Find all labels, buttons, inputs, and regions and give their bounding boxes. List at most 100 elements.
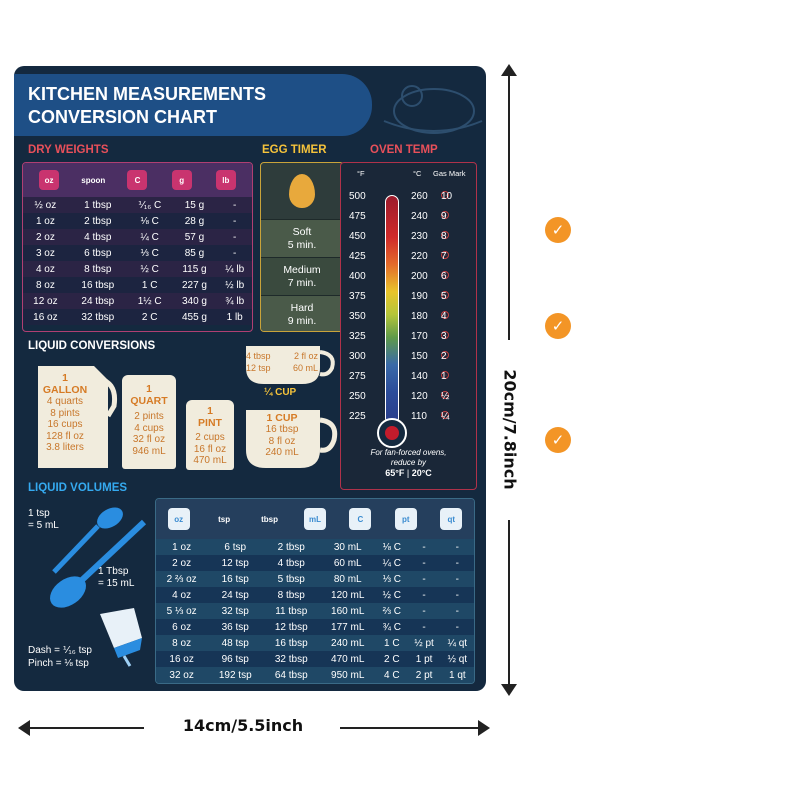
title-banner [14, 74, 372, 136]
gallon-line: 8 pints [50, 407, 80, 419]
table-cell: 2 ⅔ oz [166, 573, 197, 585]
gas-mark-number: 3 [441, 331, 447, 342]
checkmark-icon: ✓ [545, 427, 571, 453]
table-cell: 16 tbsp [81, 279, 115, 291]
quart-line: 2 pints [134, 411, 164, 422]
celsius-value: 240 [411, 211, 428, 222]
table-cell: - [233, 231, 237, 243]
table-cell: 4 C [384, 669, 400, 681]
table-cell: 28 g [184, 215, 205, 227]
table-cell: 160 mL [331, 605, 365, 617]
table-cell: 6 tsp [224, 541, 247, 553]
vol-col-icon-5: pt [394, 508, 417, 530]
flame-icon: ♨ [441, 271, 449, 279]
flame-icon: ♨ [441, 251, 449, 259]
flame-icon: ♨ [441, 211, 449, 219]
flame-icon: ♨ [441, 411, 449, 419]
celsius-value: 140 [411, 371, 428, 382]
title-line-2: CONVERSION CHART [28, 107, 218, 127]
height-arrow-line-top [508, 70, 510, 340]
fahrenheit-value: 450 [349, 231, 366, 242]
gas-mark-number: 4 [441, 311, 447, 322]
gas-mark-number: 6 [441, 271, 447, 282]
table-cell: 8 oz [172, 637, 192, 649]
celsius-value: 220 [411, 251, 428, 262]
table-cell: 16 tbsp [274, 637, 308, 649]
arrow-down-icon [501, 684, 517, 696]
pint-line: 16 fl oz [193, 443, 227, 455]
table-cell: 192 tsp [218, 669, 252, 681]
table-cell: - [422, 541, 426, 553]
vol-col-icon-2: tbsp [261, 514, 278, 524]
tsp-note: 1 tsp= 5 mL [28, 508, 59, 531]
table-cell: 2 tbsp [84, 215, 112, 227]
chart-title: KITCHEN MEASUREMENTS CONVERSION CHART [28, 83, 266, 129]
table-cell: ½ pt [414, 637, 434, 649]
gas-mark-number: 7 [441, 251, 447, 262]
fahrenheit-value: 275 [349, 371, 366, 382]
table-cell: - [422, 589, 426, 601]
celsius-value: 200 [411, 271, 428, 282]
dry-col-icon-3: g [171, 170, 192, 190]
gallon-line: 3.8 liters [46, 442, 84, 453]
dry-col-icon-4: lb [215, 170, 236, 190]
table-cell: - [455, 605, 460, 617]
table-cell: - [422, 621, 426, 633]
egg-timer-icon [289, 174, 315, 208]
quarter-cup-label: ¼ CUP [264, 387, 297, 398]
table-cell: ½ C [140, 263, 159, 275]
gallon-line: 4 quarts [46, 396, 84, 407]
table-cell: 16 oz [33, 311, 58, 323]
dry-col-icon-2: C [127, 170, 148, 190]
dry-weights-title: DRY WEIGHTS [28, 144, 109, 156]
table-cell: 120 mL [331, 589, 365, 601]
table-cell: 4 tbsp [84, 231, 112, 243]
flame-icon: ♨ [441, 191, 449, 199]
table-cell: 6 tbsp [84, 247, 112, 259]
table-cell: - [455, 541, 460, 553]
arrow-up-icon [501, 64, 517, 76]
table-cell: 1 oz [172, 541, 192, 553]
gas-mark-number: ¼ [441, 411, 450, 422]
table-cell: 1 qt [449, 669, 466, 681]
egg-timer-title: EGG TIMER [262, 144, 327, 156]
table-cell: 115 g [182, 263, 207, 275]
fahrenheit-value: 475 [349, 211, 366, 222]
gas-mark-number: 2 [441, 351, 447, 362]
flame-icon: ♨ [441, 331, 449, 339]
arrow-right-icon [478, 720, 490, 736]
gas-mark-number: ½ [441, 391, 450, 402]
arrow-left-icon [18, 720, 30, 736]
celsius-header: °C [413, 169, 422, 178]
checkmark-icon: ✓ [545, 313, 571, 339]
liquid-volumes-title: LIQUID VOLUMES [28, 482, 128, 494]
vol-col-icon-4: C [349, 508, 372, 530]
table-cell: 16 oz [169, 653, 194, 665]
gas-mark-header: Gas Mark [433, 169, 466, 178]
width-dimension-label: 14cm/5.5inch [182, 716, 304, 735]
table-cell: 57 g [184, 231, 205, 243]
table-cell: ¾ C [382, 621, 401, 633]
table-cell: ⅓ C [140, 247, 159, 259]
table-cell: 15 g [184, 199, 205, 211]
checkmark-icon: ✓ [545, 217, 571, 243]
table-cell: 12 tbsp [274, 621, 308, 633]
table-cell: - [455, 621, 460, 633]
